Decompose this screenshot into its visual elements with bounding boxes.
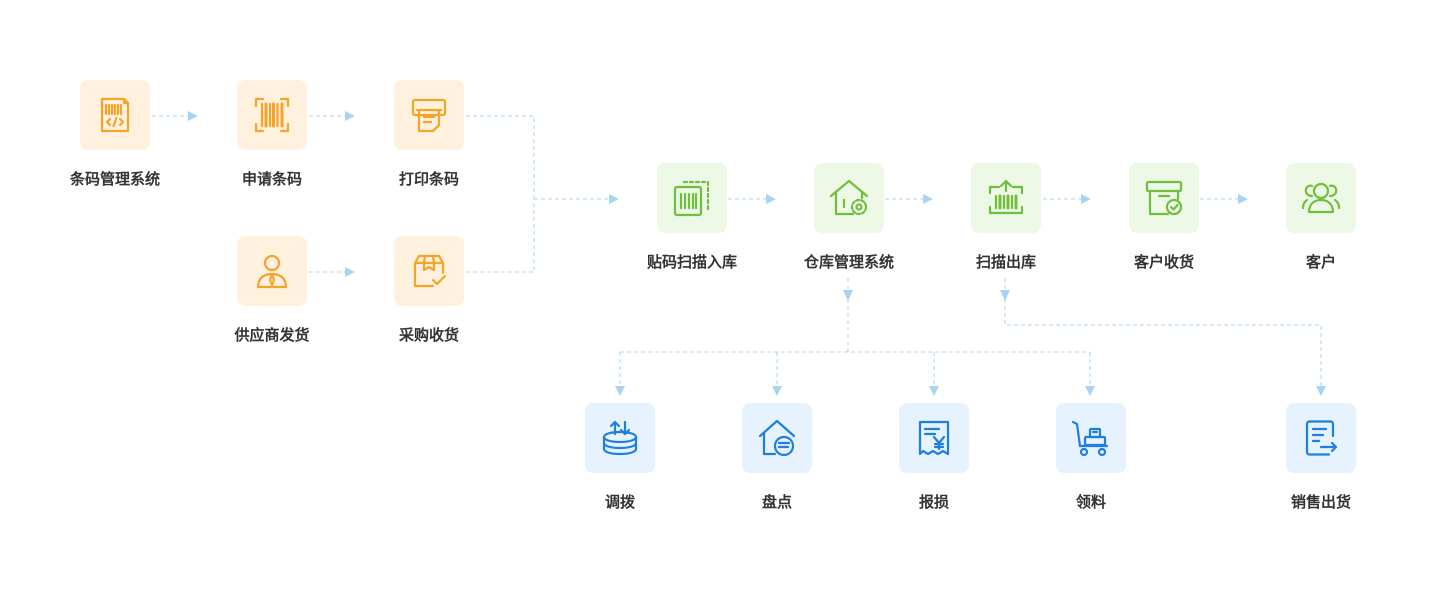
node-box: [1286, 403, 1356, 473]
box-check-icon: [1145, 180, 1183, 216]
arrowhead: [345, 111, 355, 121]
arrowhead: [766, 194, 776, 204]
node-label: 调拨: [604, 493, 635, 511]
node-box: [1129, 163, 1199, 233]
node-label: 采购收货: [398, 326, 459, 344]
arrowhead: [188, 111, 198, 121]
node-label: 盘点: [761, 493, 792, 511]
node-print-barcode: 打印条码: [349, 80, 509, 189]
node-label: 仓库管理系统: [803, 253, 894, 271]
node-box: [971, 163, 1041, 233]
supplier-person-icon: [256, 254, 288, 289]
arrowhead: [1316, 386, 1326, 396]
node-customer: 客户: [1241, 163, 1401, 272]
node-box: [237, 236, 307, 306]
node-requisition: 领料: [1011, 403, 1171, 512]
node-box: [394, 80, 464, 150]
node-customer-receive: 客户收货: [1084, 163, 1244, 272]
arrowhead: [609, 194, 619, 204]
node-scrap: 报损: [854, 403, 1014, 512]
node-label-scan-in: 贴码扫描入库: [612, 163, 772, 272]
printer-icon: [411, 98, 447, 133]
arrowhead: [1085, 386, 1095, 396]
arrowhead: [929, 386, 939, 396]
node-label: 领料: [1075, 493, 1106, 511]
connector-print-to-merge: [466, 115, 535, 199]
connector-scan-out-to-sales: [1004, 278, 1322, 386]
arrowhead: [843, 290, 853, 301]
node-box: [1286, 163, 1356, 233]
arrowhead: [615, 386, 625, 396]
node-box: [585, 403, 655, 473]
arrowhead: [772, 386, 782, 396]
node-apply-barcode: 申请条码: [192, 80, 352, 189]
node-box: [237, 80, 307, 150]
barcode-code-icon: [100, 97, 130, 133]
node-barcode-system: 条码管理系统: [35, 80, 195, 189]
arrowhead: [345, 267, 355, 277]
node-warehouse-system: 仓库管理系统: [769, 163, 929, 272]
users-icon: [1301, 182, 1341, 214]
node-label: 客户收货: [1133, 253, 1194, 271]
node-sales-out: 销售出货: [1241, 403, 1401, 512]
hand-truck-icon: [1071, 420, 1109, 457]
node-purchase-receive: 采购收货: [349, 236, 509, 345]
package-check-icon: [413, 254, 447, 288]
node-box: [814, 163, 884, 233]
node-label: 扫描出库: [975, 253, 1036, 271]
arrowhead: [1081, 194, 1091, 204]
node-label: 打印条码: [398, 170, 459, 188]
barcode-label-icon: [673, 180, 710, 217]
receipt-yen-icon: [918, 420, 950, 456]
barcode-upload-icon: [988, 179, 1024, 215]
coin-stack-arrows-icon: [602, 420, 638, 456]
node-box: [80, 80, 150, 150]
node-scan-out: 扫描出库: [926, 163, 1086, 272]
node-box: [742, 403, 812, 473]
node-label: 贴码扫描入库: [646, 253, 737, 271]
node-label: 报损: [918, 493, 949, 511]
node-inventory: 盘点: [697, 403, 857, 512]
house-list-icon: [758, 419, 796, 457]
node-box: [899, 403, 969, 473]
node-label: 条码管理系统: [69, 170, 160, 188]
arrowhead: [923, 194, 933, 204]
warehouse-gear-icon: [829, 179, 869, 216]
node-supplier-ship: 供应商发货: [192, 236, 352, 345]
node-transfer: 调拨: [540, 403, 700, 512]
arrowhead: [1238, 194, 1248, 204]
connector-purchase-to-merge: [466, 199, 535, 273]
node-box: [657, 163, 727, 233]
arrowhead: [1000, 290, 1010, 301]
node-label: 申请条码: [241, 170, 302, 188]
node-label: 客户: [1305, 253, 1336, 271]
node-box: [1056, 403, 1126, 473]
node-label: 供应商发货: [234, 326, 310, 344]
node-label: 销售出货: [1290, 493, 1351, 511]
barcode-scan-icon: [254, 97, 290, 133]
node-box: [394, 236, 464, 306]
document-arrow-icon: [1305, 420, 1338, 456]
